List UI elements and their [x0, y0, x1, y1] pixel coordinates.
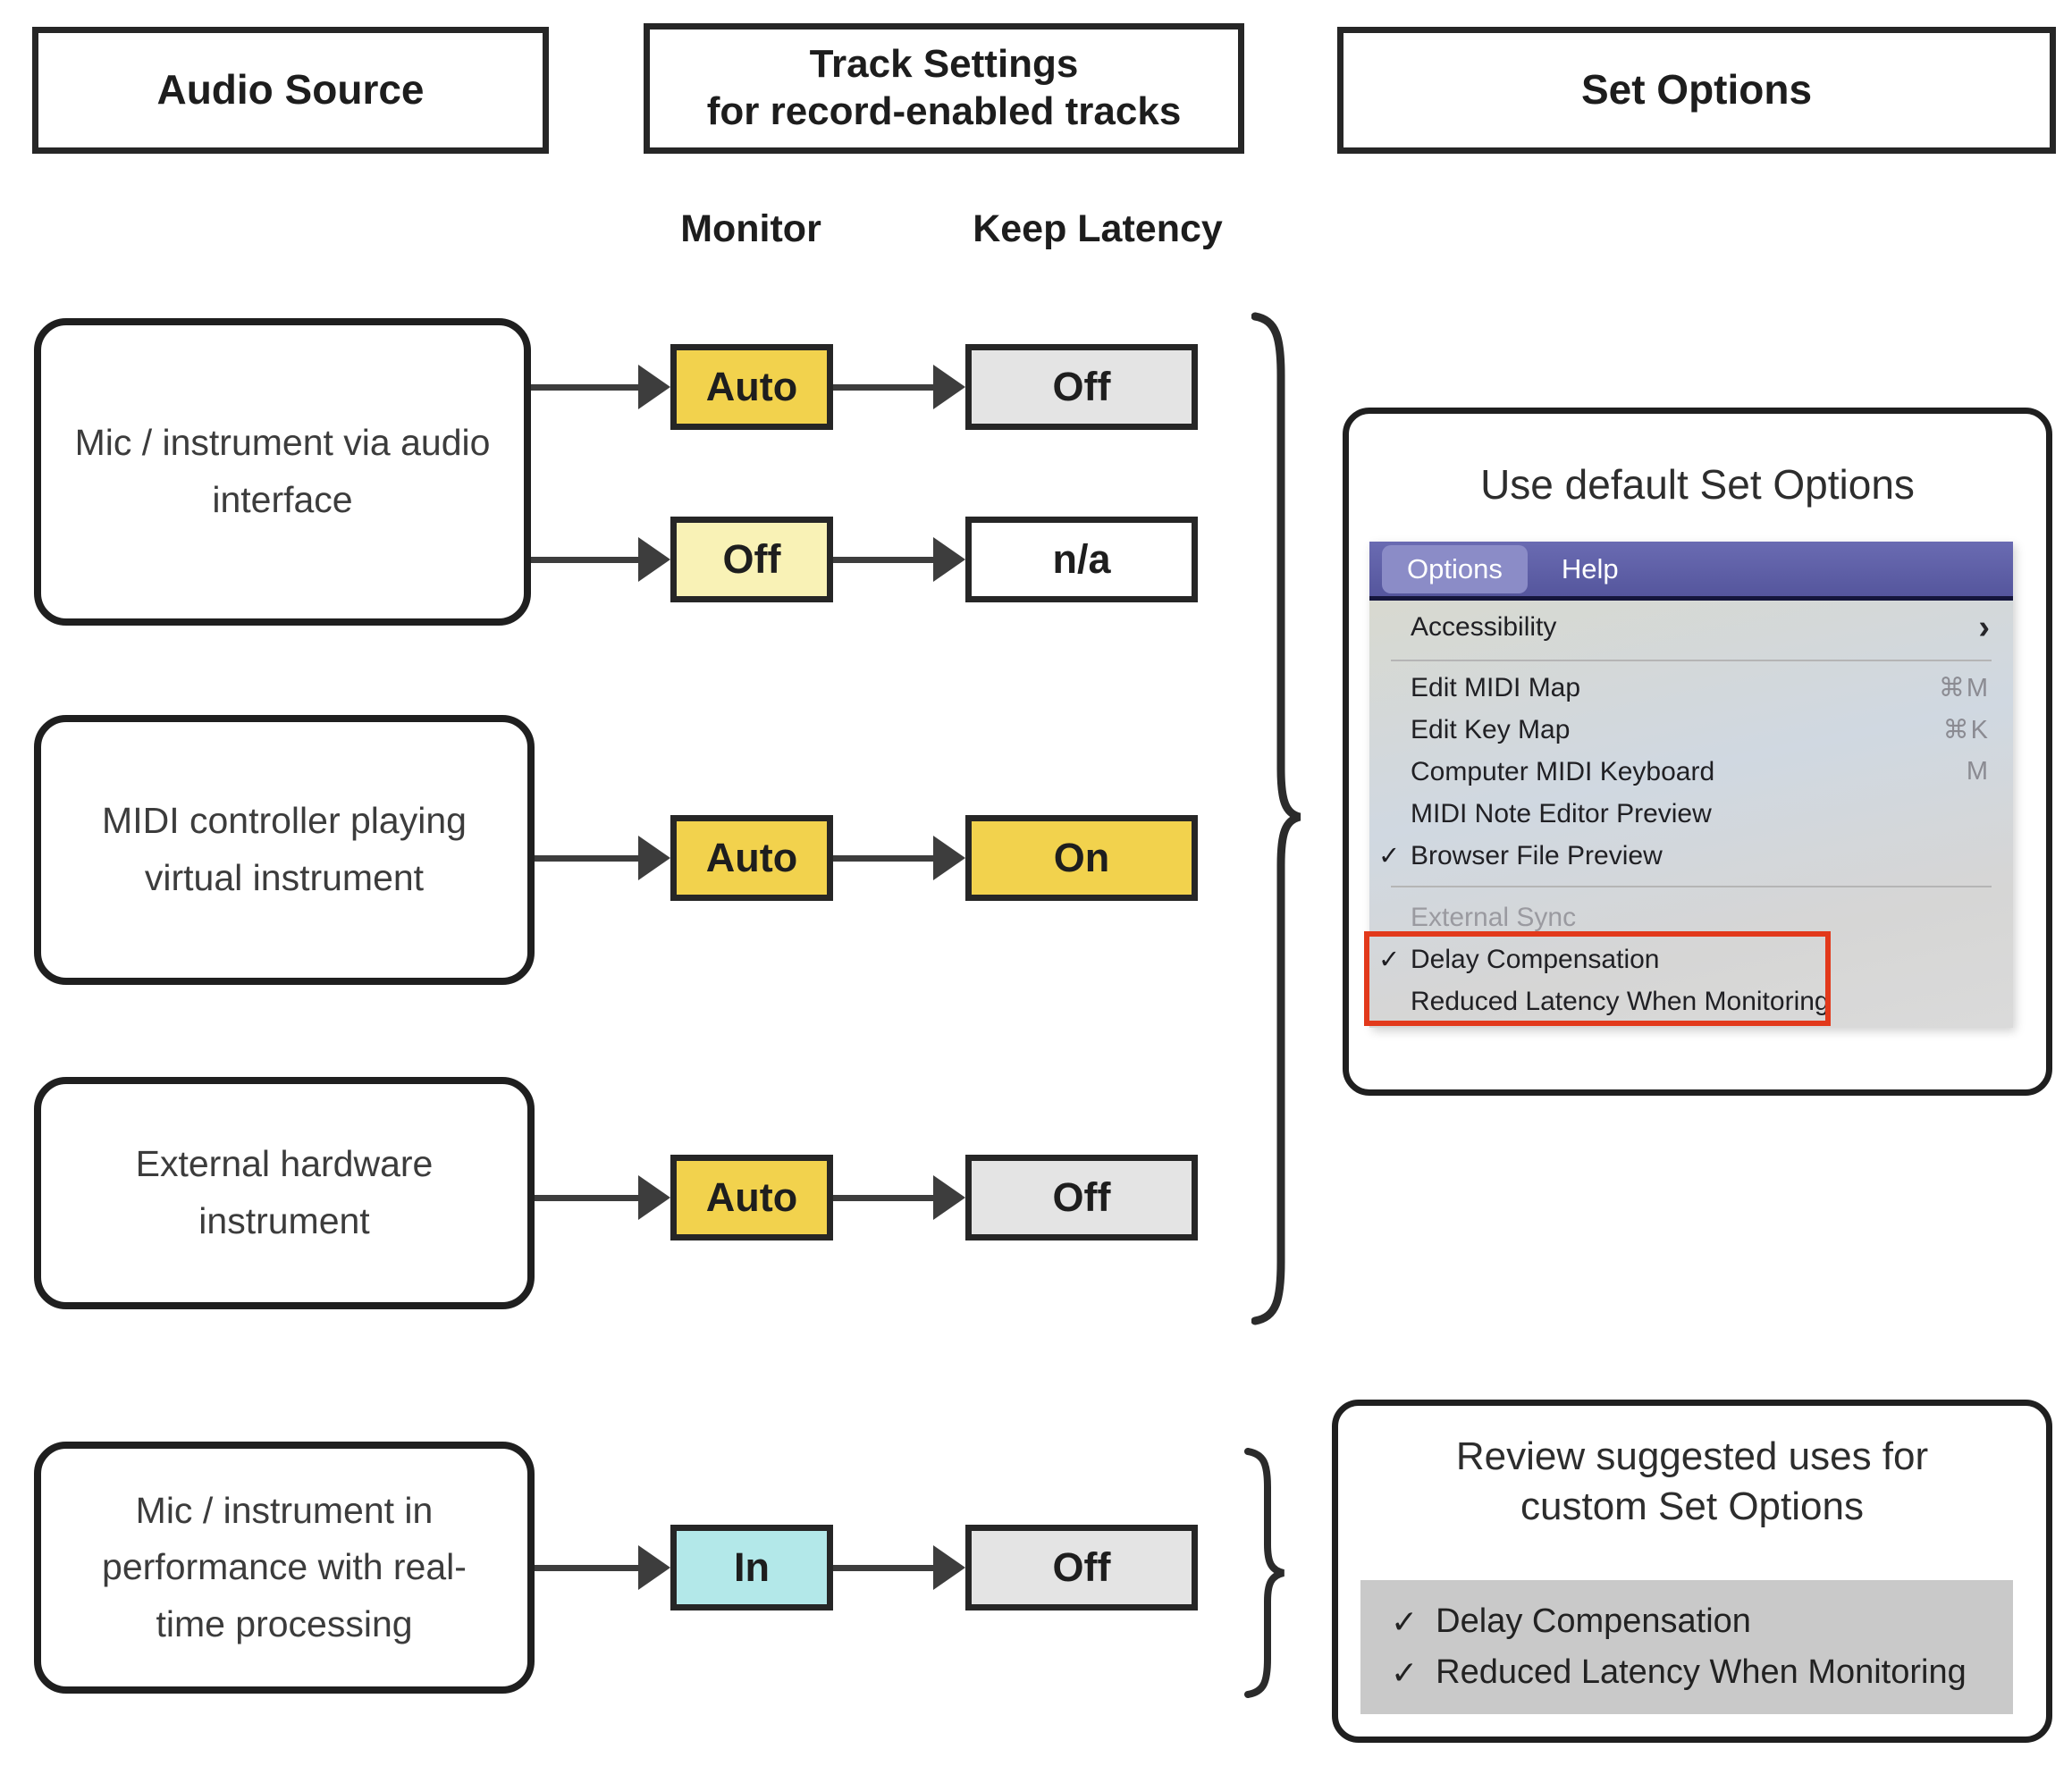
arrow	[531, 364, 670, 410]
default-panel-title: Use default Set Options	[1480, 461, 1915, 508]
keep-latency-box-row3: On	[965, 815, 1198, 901]
highlight-rectangle	[1364, 931, 1831, 1026]
menu-bar-item-help[interactable]: Help	[1561, 552, 1619, 584]
header-track-settings-line2: for record-enabled tracks	[706, 89, 1182, 133]
custom-options-list: ✓ Delay Compensation ✓ Reduced Latency W…	[1360, 1580, 2013, 1714]
checkmark-icon: ✓	[1378, 842, 1401, 870]
curly-brace-large	[1251, 312, 1301, 1325]
header-audio-source-label: Audio Source	[156, 66, 425, 114]
menu-bar: Options Help	[1369, 542, 2013, 601]
keep-latency-box-row1: Off	[965, 344, 1198, 430]
menu-item-edit-midi-map[interactable]: Edit MIDI Map ⌘M	[1411, 672, 1990, 703]
arrow	[833, 364, 965, 410]
header-set-options: Set Options	[1337, 27, 2056, 154]
menu-item-midi-note-editor-preview[interactable]: MIDI Note Editor Preview	[1411, 798, 1712, 828]
menu-item-computer-midi-keyboard[interactable]: Computer MIDI Keyboard M	[1411, 756, 1990, 786]
monitor-box-row2: Off	[670, 517, 833, 602]
checkmark-icon: ✓	[1391, 1602, 1419, 1640]
header-track-settings: Track Settings for record-enabled tracks	[644, 23, 1244, 154]
header-track-settings-line1: Track Settings	[809, 42, 1079, 87]
source-box-mic-audio-interface: Mic / instrument via audio interface	[34, 318, 531, 626]
source-box-midi-controller: MIDI controller playing virtual instrume…	[34, 715, 535, 985]
monitor-box-row5: In	[670, 1525, 833, 1610]
keep-latency-box-row2: n/a	[965, 517, 1198, 602]
menu-item-accessibility[interactable]: Accessibility ›	[1411, 609, 1990, 646]
menu-body: Accessibility › Edit MIDI Map ⌘M Edit Ke…	[1369, 601, 2013, 1028]
custom-option-label: Reduced Latency When Monitoring	[1436, 1653, 1967, 1691]
custom-option-delay-compensation: ✓ Delay Compensation	[1391, 1602, 2013, 1641]
monitor-box-row4: Auto	[670, 1155, 833, 1240]
shortcut-label: ⌘K	[1942, 716, 1990, 744]
checkmark-icon: ✓	[1378, 946, 1401, 974]
shortcut-label: ⌘M	[1938, 674, 1990, 702]
menu-item-browser-file-preview[interactable]: ✓ Browser File Preview	[1378, 840, 1663, 871]
checkmark-icon: ✓	[1391, 1653, 1419, 1691]
menu-item-external-sync[interactable]: External Sync	[1411, 902, 1577, 932]
keep-latency-box-row5: Off	[965, 1525, 1198, 1610]
curly-brace-small	[1244, 1448, 1285, 1698]
custom-panel-title-line1: Review suggested uses for	[1455, 1434, 1929, 1478]
menu-separator	[1391, 660, 1992, 661]
arrow	[535, 1174, 670, 1221]
source-box-mic-performance: Mic / instrument in performance with rea…	[34, 1442, 535, 1694]
header-audio-source: Audio Source	[32, 27, 549, 154]
monitor-box-row3: Auto	[670, 815, 833, 901]
arrow	[833, 1174, 965, 1221]
custom-option-reduced-latency: ✓ Reduced Latency When Monitoring	[1391, 1653, 2013, 1692]
custom-panel-title-line2: custom Set Options	[1520, 1484, 1864, 1528]
menu-bar-item-options[interactable]: Options	[1382, 544, 1528, 593]
column-label-monitor: Monitor	[680, 207, 821, 250]
arrow	[833, 536, 965, 583]
menu-item-delay-compensation[interactable]: ✓ Delay Compensation	[1378, 944, 1660, 975]
arrow	[833, 835, 965, 881]
custom-option-label: Delay Compensation	[1436, 1602, 1751, 1640]
menu-item-reduced-latency[interactable]: Reduced Latency When Monitoring	[1411, 986, 1830, 1016]
arrow	[535, 835, 670, 881]
arrow	[833, 1544, 965, 1591]
shortcut-label: M	[1966, 757, 1990, 786]
menu-item-edit-key-map[interactable]: Edit Key Map ⌘K	[1411, 714, 1990, 745]
column-label-keep-latency: Keep Latency	[973, 207, 1223, 250]
monitor-box-row1: Auto	[670, 344, 833, 430]
arrow	[535, 1544, 670, 1591]
custom-panel-title: Review suggested uses for custom Set Opt…	[1332, 1432, 2052, 1532]
arrow	[531, 536, 670, 583]
submenu-arrow-icon: ›	[1978, 609, 1990, 646]
menu-separator	[1391, 886, 1992, 887]
options-menu: Options Help Accessibility › Edit MIDI M…	[1369, 542, 2013, 1028]
source-box-external-hardware: External hardware instrument	[34, 1077, 535, 1309]
header-set-options-label: Set Options	[1580, 66, 1813, 114]
keep-latency-box-row4: Off	[965, 1155, 1198, 1240]
